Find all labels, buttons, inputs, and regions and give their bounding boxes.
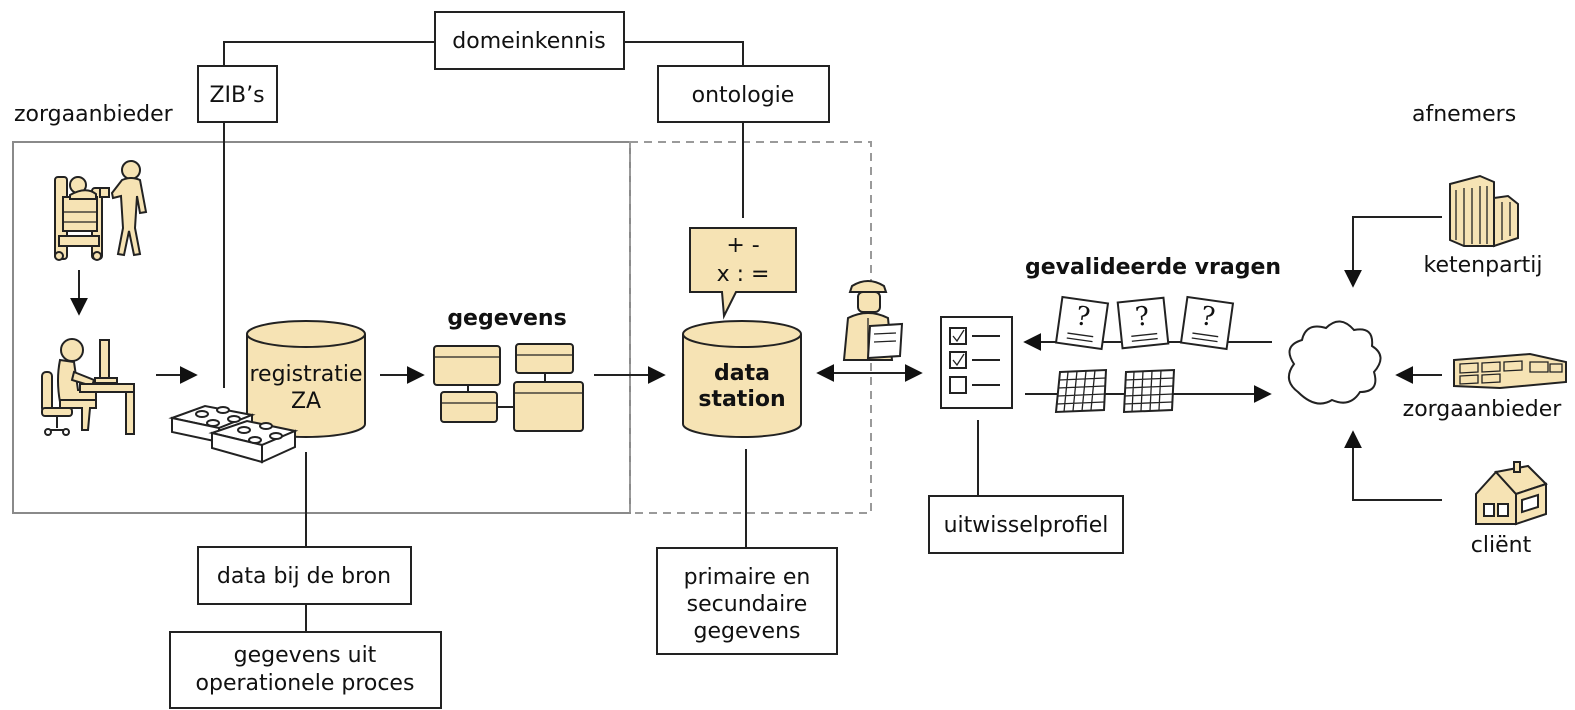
grid-table-icon-2 [1122,368,1176,414]
zorgaanbieder-heading: zorgaanbieder [14,102,174,127]
registratie-label-line1: registratie [249,362,362,387]
domeinkennis-left-connector [223,41,435,66]
question-document-icon-3: ? [1179,295,1235,351]
person-at-computer-icon [41,338,135,436]
primaire-line1: primaire en [684,565,811,590]
datastation-label-line2: station [698,387,785,412]
uitwisselprofiel-label: uitwisselprofiel [944,513,1109,538]
ontologie-label: ontologie [692,83,795,108]
registratie-database-icon: registratie ZA [246,320,366,438]
gevalideerde-vragen-heading: gevalideerde vragen [1025,255,1281,280]
zorgaanbieder-right-label: zorgaanbieder [1403,397,1563,422]
gegevens-heading: gegevens [447,306,566,331]
office-building-icon [1449,174,1519,248]
question-mark-2: ? [1134,301,1151,332]
data-blocks-icon [433,343,584,432]
grid-table-icon-1 [1054,368,1108,414]
question-mark-1: ? [1074,301,1092,333]
question-document-icon-1: ? [1054,295,1110,351]
gegevens-uit-line2: operationele proces [196,671,415,696]
primaire-line2: secundaire [687,592,808,617]
registratie-label-line2: ZA [291,389,321,414]
question-document-icon-2: ? [1116,296,1170,350]
afnemers-heading: afnemers [1412,102,1516,127]
long-building-icon [1453,352,1567,390]
domeinkennis-right-connector [624,41,744,66]
cloud-icon [1287,320,1382,405]
domeinkennis-box: domeinkennis [434,11,625,70]
client-arrow [1344,430,1442,501]
ketenpartij-arrow [1344,216,1442,288]
gegevens-uit-operationele-proces-box: gegevens uit operationele proces [169,631,442,709]
hospital-bed-icon [54,160,148,261]
primaire-secundaire-gegevens-box: primaire en secundaire gegevens [656,547,838,655]
client-label: cliënt [1471,533,1532,558]
primaire-line3: gegevens [694,619,801,644]
data-bij-de-bron-label: data bij de bron [217,564,391,589]
datastation-label-line1: data [714,361,770,386]
uitwisselprofiel-box: uitwisselprofiel [928,495,1124,554]
calc-line2: x : = [717,262,770,287]
zibs-label: ZIB’s [209,83,264,108]
zibs-box: ZIB’s [197,65,278,123]
data-bij-de-bron-box: data bij de bron [197,546,412,605]
domeinkennis-label: domeinkennis [452,29,605,54]
data-station-database-icon: data station [682,320,802,438]
guard-icon [842,280,904,361]
gegevens-uit-line1: gegevens uit [234,643,377,668]
house-icon [1475,461,1548,526]
ontologie-box: ontologie [657,65,830,123]
lego-brick-icon [168,404,299,464]
calculator-speech-bubble-icon: + - x : = [689,227,797,320]
calc-line1: + - [726,233,759,258]
question-mark-3: ? [1199,301,1217,333]
checklist-icon [940,316,1013,409]
ketenpartij-label: ketenpartij [1424,253,1543,278]
